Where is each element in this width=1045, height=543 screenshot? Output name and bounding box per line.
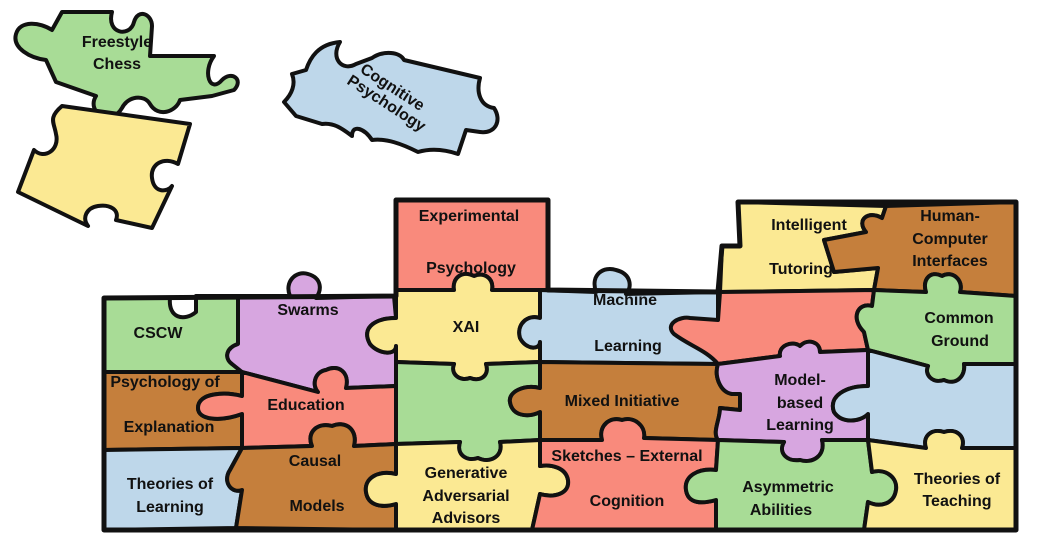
model-based-learning-line-3: Learning [766, 417, 834, 434]
hci-line-2: Computer [912, 231, 988, 248]
theories-of-teaching-line-1: Theories of [914, 471, 1001, 488]
piece-freestyle-chess: Freestyle Chess [13, 10, 240, 120]
theories-of-teaching-line-2: Teaching [922, 493, 991, 510]
education-label: Education [267, 397, 344, 414]
theories-of-learning-line-2: Learning [136, 499, 204, 516]
model-based-learning-line-2: based [777, 395, 823, 412]
machine-learning-line-2: Learning [594, 338, 662, 355]
gaa-line-1: Generative [425, 465, 508, 482]
intelligent-tutoring-line-1: Intelligent [771, 217, 847, 234]
piece-cognitive-psychology: Cognitive Psychology [282, 40, 500, 156]
board [101, 197, 1019, 533]
common-ground-line-2: Ground [931, 333, 989, 350]
theories-of-learning-line-1: Theories of [127, 476, 214, 493]
swarms-label: Swarms [277, 302, 338, 319]
psychology-of-explanation-line-2: Explanation [124, 419, 215, 436]
model-based-learning-line-1: Model- [774, 372, 826, 389]
intelligent-tutoring-line-2: Tutoring [769, 261, 833, 278]
freestyle-chess-line-2: Chess [93, 56, 141, 73]
sketches-line-2: Cognition [590, 493, 665, 510]
gaa-line-2: Adversarial [422, 488, 509, 505]
machine-learning-line-1: Machine [593, 292, 657, 309]
causal-models-line-2: Models [289, 498, 344, 515]
sketches-line-1: Sketches – External [551, 448, 702, 465]
mixed-initiative-label: Mixed Initiative [565, 393, 680, 410]
cscw-label: CSCW [134, 325, 184, 342]
psychology-of-explanation-line-1: Psychology of [110, 374, 220, 391]
hci-line-1: Human- [920, 208, 980, 225]
freestyle-chess-line-1: Freestyle [82, 34, 152, 51]
gaa-line-3: Advisors [432, 510, 501, 527]
experimental-psychology-line-2: Psychology [426, 260, 516, 277]
causal-models-line-1: Causal [289, 453, 341, 470]
hci-line-3: Interfaces [912, 253, 988, 270]
asymmetric-abilities-line-2: Abilities [750, 502, 812, 519]
asymmetric-abilities-line-1: Asymmetric [742, 479, 834, 496]
xai-label: XAI [453, 319, 480, 336]
common-ground-line-1: Common [924, 310, 993, 327]
piece-blank-yellow [16, 104, 192, 230]
experimental-psychology-line-1: Experimental [419, 208, 519, 225]
